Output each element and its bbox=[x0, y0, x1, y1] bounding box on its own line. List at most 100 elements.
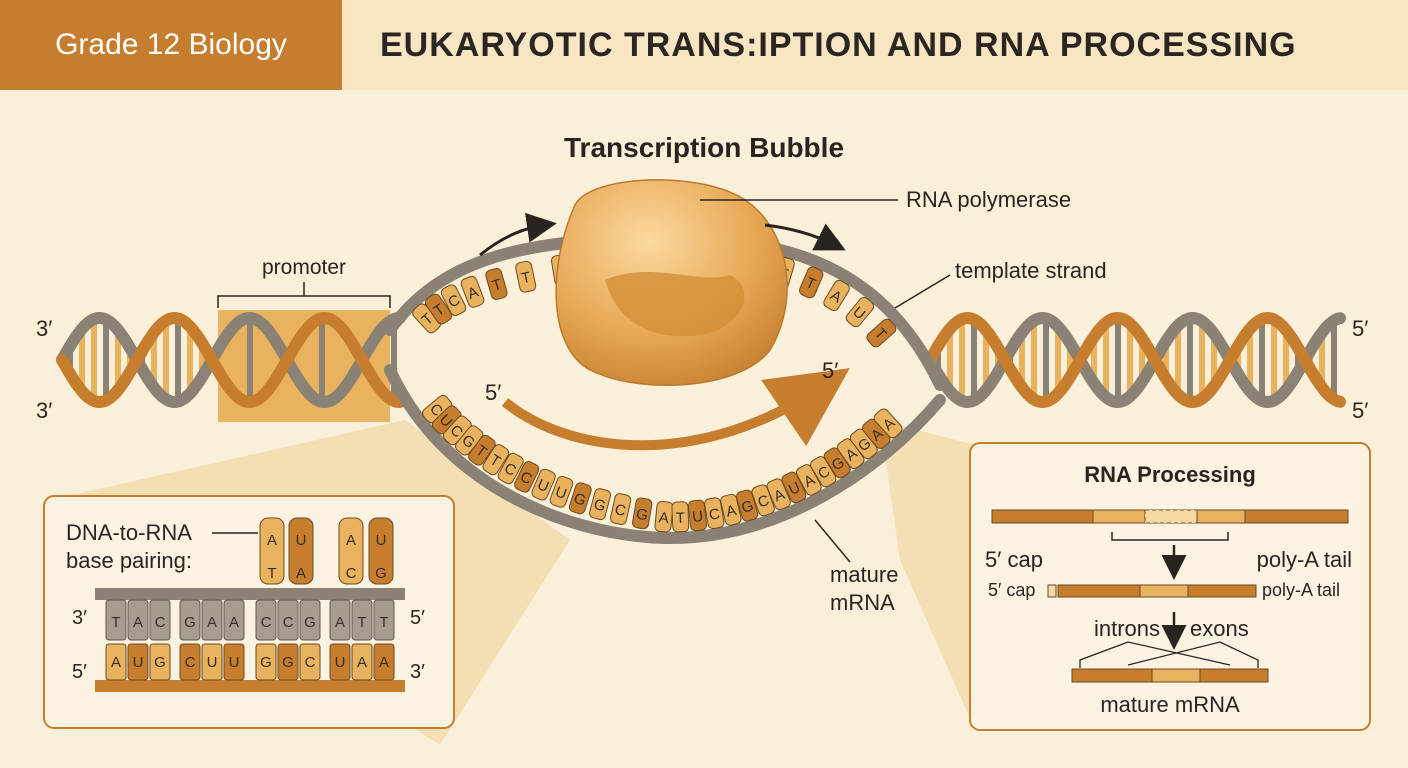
rna-base bbox=[329, 643, 351, 681]
nucleotide-base: A bbox=[823, 279, 850, 312]
nucleotide-base: T bbox=[866, 318, 897, 348]
pairing-example: UA bbox=[288, 517, 314, 585]
pairing-end-right-bottom: 3′ bbox=[410, 661, 425, 683]
mrna-leader-line bbox=[814, 519, 851, 563]
template-base bbox=[351, 599, 373, 641]
rna-base-letter: A bbox=[379, 654, 389, 671]
dna-base: T bbox=[267, 565, 276, 582]
base-letter: A bbox=[658, 509, 670, 527]
dna-base: G bbox=[375, 565, 387, 582]
template-base-letter: A bbox=[207, 614, 217, 631]
template-base-letter: T bbox=[111, 614, 120, 631]
helix-strand-orange bbox=[924, 311, 1346, 409]
nucleotide-base: C bbox=[497, 452, 524, 485]
rna-base bbox=[277, 643, 299, 681]
template-leader-line bbox=[894, 274, 951, 309]
rna-base-letter: U bbox=[335, 654, 346, 671]
dna-helix-right bbox=[924, 311, 1346, 409]
rna-base bbox=[299, 643, 321, 681]
rna-base-letter: U bbox=[207, 654, 218, 671]
template-base bbox=[255, 599, 277, 641]
nucleotide-base: G bbox=[735, 489, 759, 522]
nucleotide-base: T bbox=[424, 293, 453, 325]
rna-base bbox=[179, 643, 201, 681]
rna-base: A bbox=[267, 532, 277, 549]
rna-base-letter: G bbox=[260, 654, 272, 671]
helix-strand-gray bbox=[924, 311, 1346, 409]
base-letter: T bbox=[675, 510, 685, 527]
rna-base bbox=[223, 643, 245, 681]
rna-base-letter: U bbox=[229, 654, 240, 671]
nucleotide-base: T bbox=[485, 268, 508, 300]
template-backbone bbox=[95, 588, 405, 600]
pairing-label-2: base pairing: bbox=[66, 548, 192, 573]
nucleotide-base: G bbox=[589, 488, 612, 521]
rna-transcript bbox=[501, 368, 850, 451]
base-letter: C bbox=[708, 505, 722, 524]
template-base bbox=[179, 599, 201, 641]
template-base bbox=[277, 599, 299, 641]
template-base-letter: T bbox=[357, 614, 366, 631]
capped-mrna-strip bbox=[1047, 584, 1257, 598]
rna-base-letter: C bbox=[185, 654, 196, 671]
exons-label: exons bbox=[1190, 616, 1249, 641]
nucleotide-base: T bbox=[468, 434, 496, 466]
nucleotide-base: T bbox=[482, 444, 510, 476]
nucleotide-base: A bbox=[795, 464, 822, 496]
polymerase-shadow bbox=[605, 271, 745, 337]
processing-title: RNA Processing bbox=[1084, 462, 1256, 487]
end-label-right-top: 5′ bbox=[1352, 316, 1368, 341]
pairing-end-left-top: 3′ bbox=[72, 607, 87, 629]
nucleotide-base: G bbox=[568, 482, 592, 515]
rna-base bbox=[373, 643, 395, 681]
template-base-letter: C bbox=[155, 614, 166, 631]
mature-mrna-strip bbox=[1071, 668, 1269, 683]
nucleotide-base: C bbox=[810, 456, 837, 488]
pairing-example: AC bbox=[338, 517, 364, 585]
pairing-end-left-bottom: 5′ bbox=[72, 661, 87, 683]
processing-bracket bbox=[1111, 532, 1229, 541]
base-letter: C bbox=[613, 501, 627, 520]
template-base bbox=[149, 599, 171, 641]
rna-base bbox=[255, 643, 277, 681]
nucleotide-base: T bbox=[515, 260, 537, 293]
grade-label: Grade 12 Biology bbox=[0, 0, 342, 90]
nucleotide-base: A bbox=[720, 493, 742, 526]
nucleotide-base: C bbox=[704, 497, 725, 530]
template-strand-label: template strand bbox=[955, 258, 1107, 283]
introns-label: introns bbox=[1094, 616, 1160, 641]
template-base-letter: T bbox=[379, 614, 388, 631]
rna-base-letter: A bbox=[111, 654, 121, 671]
end-label-right-bottom: 5′ bbox=[1352, 398, 1368, 423]
dna-base: A bbox=[296, 565, 306, 582]
template-base-letter: G bbox=[184, 614, 196, 631]
page-title: EUKARYOTIC TRANS:IPTION AND RNA PROCESSI… bbox=[380, 25, 1297, 64]
helix-strand-gray bbox=[56, 311, 406, 409]
rna-base bbox=[351, 643, 373, 681]
nucleotide-base: G bbox=[849, 428, 878, 460]
pre-mrna-strip bbox=[991, 509, 1349, 524]
nucleotide-base: U bbox=[531, 468, 556, 501]
template-base bbox=[127, 599, 149, 641]
nucleotide-base: G bbox=[455, 425, 484, 456]
rna-3-prime-label: 5′ bbox=[822, 358, 838, 383]
template-base-letter: C bbox=[261, 614, 272, 631]
nucleotide-base: T bbox=[799, 266, 824, 299]
rna-5-prime-label: 5′ bbox=[485, 380, 501, 405]
base-letter: G bbox=[740, 497, 756, 517]
nucleotide-base: A bbox=[861, 418, 891, 449]
cap-label-2: 5′ cap bbox=[988, 580, 1035, 600]
pairing-label-1: DNA-to-RNA bbox=[66, 520, 192, 545]
mature-mrna-final-label: mature mRNA bbox=[1100, 692, 1240, 717]
nucleotide-base: T bbox=[671, 501, 690, 533]
rna-base: A bbox=[346, 532, 356, 549]
base-letter: T bbox=[490, 276, 503, 295]
template-base-letter: A bbox=[133, 614, 143, 631]
nucleotide-base: C bbox=[751, 484, 775, 517]
template-base bbox=[201, 599, 223, 641]
pairing-example: AT bbox=[259, 517, 285, 585]
